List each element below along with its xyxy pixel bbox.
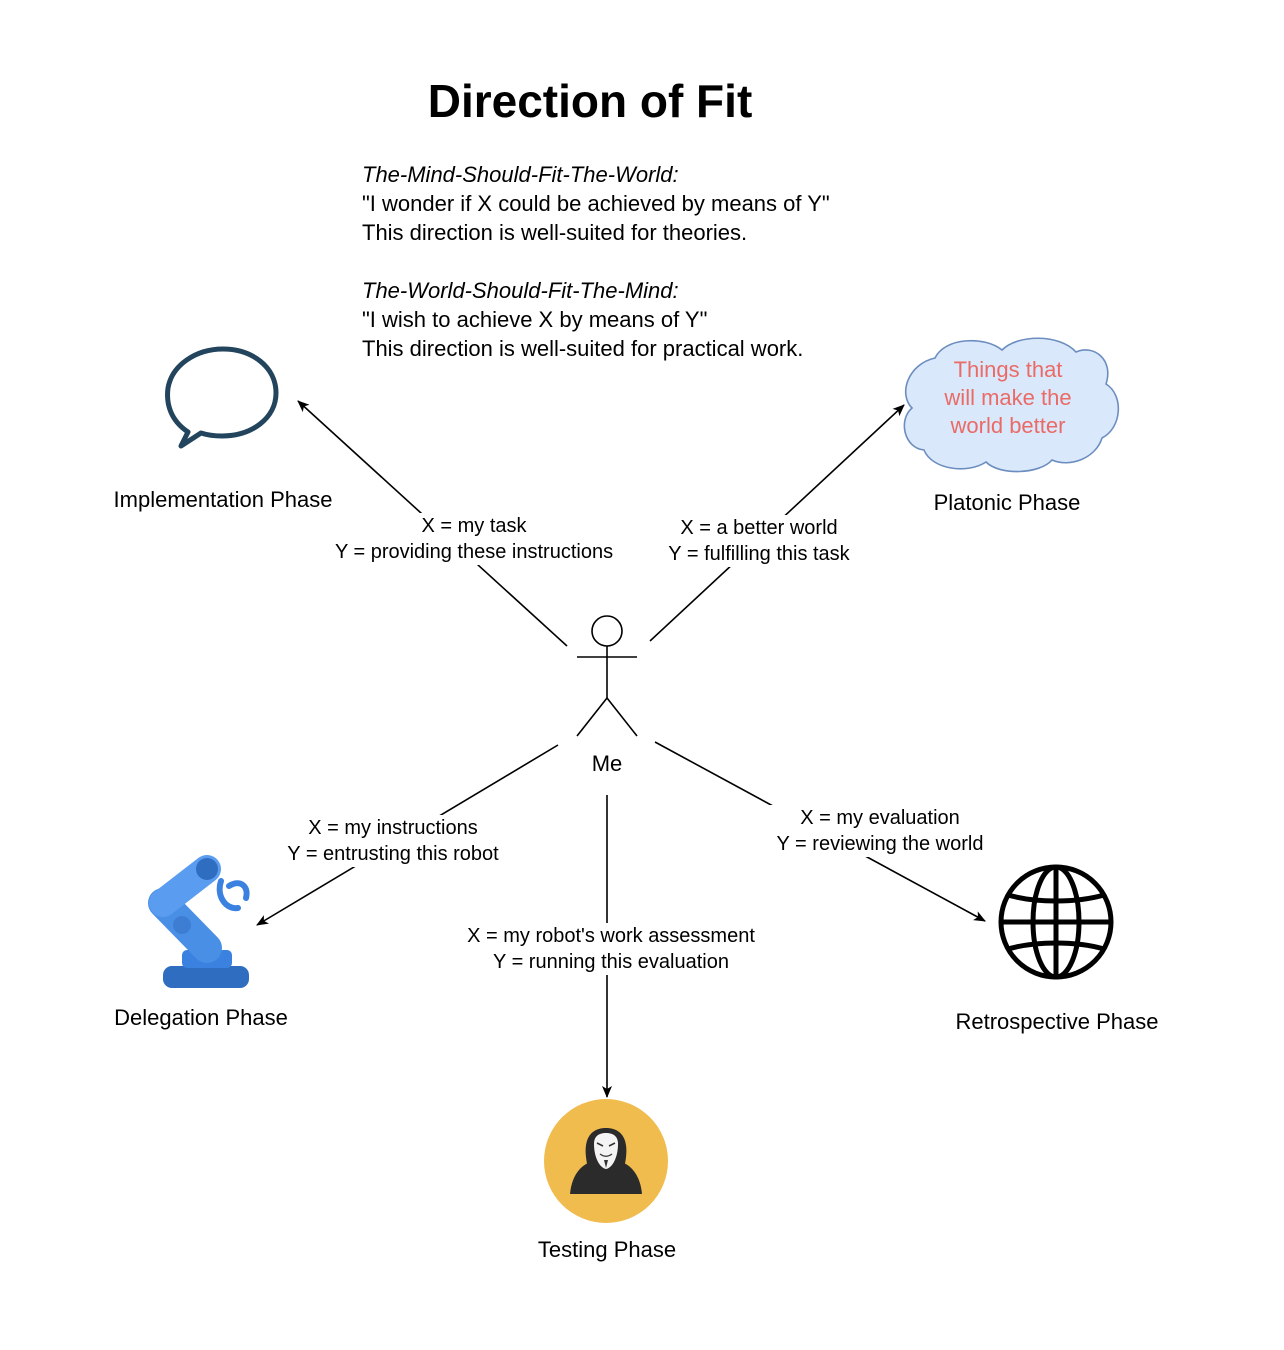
edge-label-platonic-x: X = a better world (680, 517, 838, 539)
speech-bubble-icon (165, 346, 279, 449)
edge-label-retrospective-x: X = my evaluation (800, 807, 960, 829)
cloud-text-line1: Things that (953, 357, 1063, 382)
edge-label-testing-x: X = my robot's work assessment (467, 925, 755, 947)
mind-fit-world-heading: The-Mind-Should-Fit-The-World: (362, 162, 679, 187)
world-fit-mind-line2: This direction is well-suited for practi… (362, 336, 804, 361)
edge-label-retrospective: X = my evaluation Y = reviewing the worl… (758, 805, 1002, 857)
edge-label-testing: X = my robot's work assessment Y = runni… (449, 923, 773, 975)
retrospective-phase-label: Retrospective Phase (955, 1009, 1159, 1034)
implementation-phase-label: Implementation Phase (113, 487, 333, 512)
edge-label-retrospective-y: Y = reviewing the world (776, 833, 984, 855)
robot-arm-icon (148, 855, 250, 988)
edge-label-delegation-y: Y = entrusting this robot (287, 843, 499, 865)
edge-label-implementation: X = my task Y = providing these instruct… (313, 513, 635, 565)
testing-phase-label: Testing Phase (537, 1237, 677, 1262)
edge-label-platonic-y: Y = fulfilling this task (668, 543, 850, 565)
stick-figure-icon (576, 615, 638, 737)
hacker-mask-icon (544, 1099, 668, 1223)
world-fit-mind-line1: "I wish to achieve X by means of Y" (362, 307, 708, 332)
me-label: Me (591, 751, 623, 776)
edge-label-implementation-y: Y = providing these instructions (334, 541, 614, 563)
mind-fit-world-line2: This direction is well-suited for theori… (362, 220, 748, 245)
cloud-text: Things that will make the world better (908, 356, 1108, 440)
edge-label-implementation-x: X = my task (421, 515, 527, 537)
world-fit-mind-heading: The-World-Should-Fit-The-Mind: (362, 278, 679, 303)
mind-fit-world-line1: "I wonder if X could be achieved by mean… (362, 191, 830, 216)
delegation-phase-label: Delegation Phase (114, 1005, 288, 1030)
cloud-text-line2: will make the (944, 385, 1072, 410)
edge-label-delegation-x: X = my instructions (308, 817, 478, 839)
edge-label-testing-y: Y = running this evaluation (493, 951, 729, 973)
platonic-phase-label: Platonic Phase (933, 490, 1081, 515)
intro-text: The-Mind-Should-Fit-The-World: "I wonder… (362, 160, 830, 363)
globe-icon (998, 864, 1114, 980)
page-title: Direction of Fit (427, 75, 753, 127)
cloud-text-line3: world better (950, 413, 1066, 438)
edge-label-delegation: X = my instructions Y = entrusting this … (268, 815, 518, 867)
edge-label-platonic: X = a better world Y = fulfilling this t… (652, 515, 866, 567)
cloud-icon (903, 337, 1120, 473)
